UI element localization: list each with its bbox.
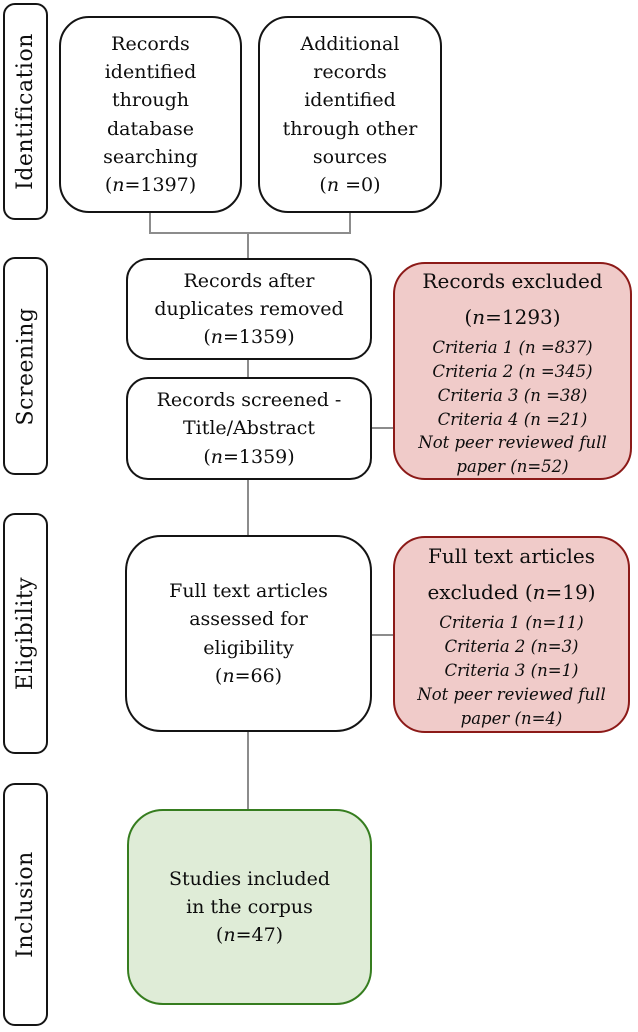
- stage-label: Eligibility: [13, 576, 38, 691]
- count-label: (n=66): [214, 664, 283, 687]
- count-label: (n=1293): [464, 304, 561, 329]
- excluded-title: Full text articles excluded (n=19): [427, 544, 596, 605]
- connector-fulltext-to-excluded: [372, 634, 393, 636]
- detail-line: Criteria 3 (n=1): [444, 661, 579, 681]
- excluded-details: Criteria 1 (n =837) Criteria 2 (n =345) Cr…: [407, 336, 618, 480]
- flow-box-records-screened: Records screened - Title/Abstract (n=135…: [126, 377, 372, 480]
- connector-merge-horizontal: [149, 232, 351, 234]
- connector-duplicates-to-screened: [247, 360, 249, 377]
- detail-line: Criteria 1 (n=11): [439, 613, 584, 633]
- count-label: (n=1359): [203, 445, 295, 468]
- included-box-studies: Studies included in the corpus (n=47): [127, 809, 372, 1005]
- flow-box-text: Additional records identified through ot…: [272, 30, 428, 199]
- excluded-title: Records excluded (n=1293): [422, 268, 603, 329]
- detail-line: Criteria 2 (n=3): [444, 637, 579, 657]
- detail-line: Criteria 3 (n =38): [437, 385, 588, 405]
- detail-line: Criteria 4 (n =21): [437, 409, 588, 429]
- flow-box-text: Records screened - Title/Abstract (n=135…: [150, 386, 348, 470]
- excluded-details: Criteria 1 (n=11) Criteria 2 (n=3) Criteri…: [407, 611, 616, 731]
- flow-box-text: Records after duplicates removed (n=1359…: [150, 267, 348, 351]
- connector-other-sources-down: [349, 213, 351, 233]
- flow-box-text: Full text articles assessed for eligibil…: [163, 577, 334, 689]
- excluded-box-records: Records excluded (n=1293) Criteria 1 (n …: [393, 262, 632, 480]
- connector-screened-to-excluded: [372, 427, 393, 429]
- detail-line: Not peer reviewed full paper (n=4): [417, 684, 606, 728]
- connector-merge-down: [247, 232, 249, 258]
- stage-label: Identification: [13, 33, 38, 190]
- connector-db-search-down: [149, 213, 151, 233]
- flow-box-fulltext-assessed: Full text articles assessed for eligibil…: [125, 535, 372, 732]
- count-label: (n=19): [524, 580, 596, 605]
- flow-box-records-identified: Records identified through database sear…: [59, 16, 242, 213]
- detail-line: Criteria 2 (n =345): [432, 361, 593, 381]
- stage-label: Screening: [13, 307, 38, 425]
- stage-inclusion: Inclusion: [3, 783, 48, 1026]
- count-label: (n=1359): [203, 326, 295, 349]
- flow-box-additional-records: Additional records identified through ot…: [258, 16, 442, 213]
- count-label: (n=1397): [104, 173, 197, 196]
- count-label: (n=47): [215, 924, 284, 947]
- flow-box-text: Records identified through database sear…: [74, 30, 227, 199]
- stage-identification: Identification: [3, 3, 48, 220]
- detail-line: Not peer reviewed full paper (n=52): [418, 433, 607, 477]
- excluded-box-fulltext: Full text articles excluded (n=19) Crite…: [393, 536, 630, 733]
- stage-label: Inclusion: [13, 851, 39, 958]
- detail-line: Criteria 1 (n =837): [432, 337, 593, 357]
- connector-screened-to-fulltext: [247, 480, 249, 535]
- flow-box-text: Studies included in the corpus (n=47): [169, 865, 330, 949]
- count-label: (n =0): [319, 173, 381, 196]
- stage-eligibility: Eligibility: [3, 513, 48, 754]
- connector-fulltext-to-included: [247, 732, 249, 809]
- stage-screening: Screening: [3, 257, 48, 475]
- flow-box-duplicates-removed: Records after duplicates removed (n=1359…: [126, 258, 372, 360]
